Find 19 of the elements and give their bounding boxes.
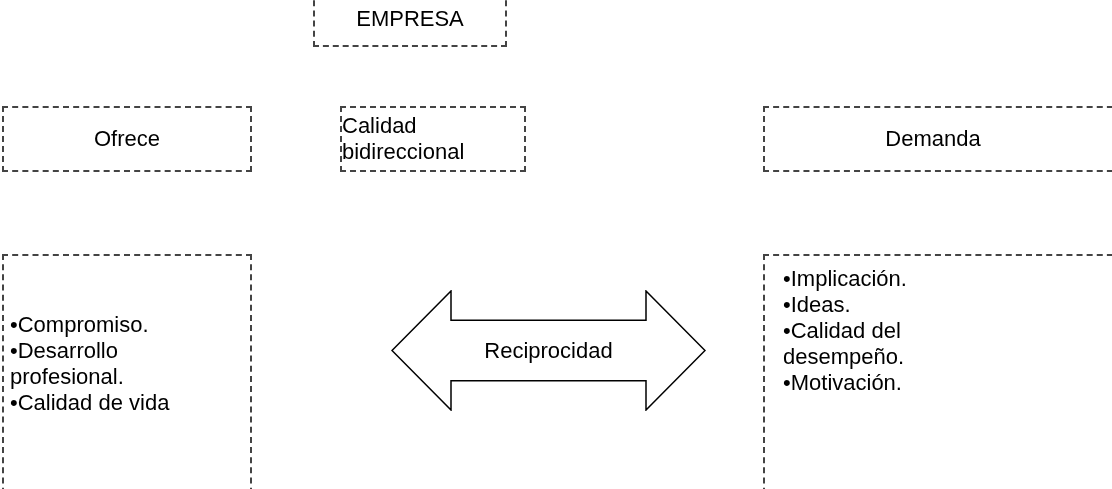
node-label: Demanda: [885, 126, 981, 152]
list-item: •Calidad de vida: [10, 390, 171, 416]
node-label: Reciprocidad: [484, 337, 613, 364]
list-item: •Calidad del desempeño.: [783, 318, 906, 370]
list-item: •Ideas.: [783, 292, 852, 318]
label-box: [763, 106, 1112, 172]
label-box: [340, 106, 526, 172]
list-box: [2, 254, 252, 489]
list-item: •Desarrollo profesional.: [10, 338, 125, 390]
double-arrow: [391, 290, 706, 411]
label-box: [2, 106, 252, 172]
list-item: •Implicación.: [783, 266, 908, 292]
list-item: •Motivación.: [783, 370, 903, 396]
list-item: •Compromiso.: [10, 312, 150, 338]
list-box: [763, 254, 1112, 489]
node-label: Calidad bidireccional: [342, 113, 466, 165]
node-label: Ofrece: [94, 126, 160, 152]
node-label: EMPRESA: [356, 5, 464, 32]
title-box: [313, 0, 507, 47]
